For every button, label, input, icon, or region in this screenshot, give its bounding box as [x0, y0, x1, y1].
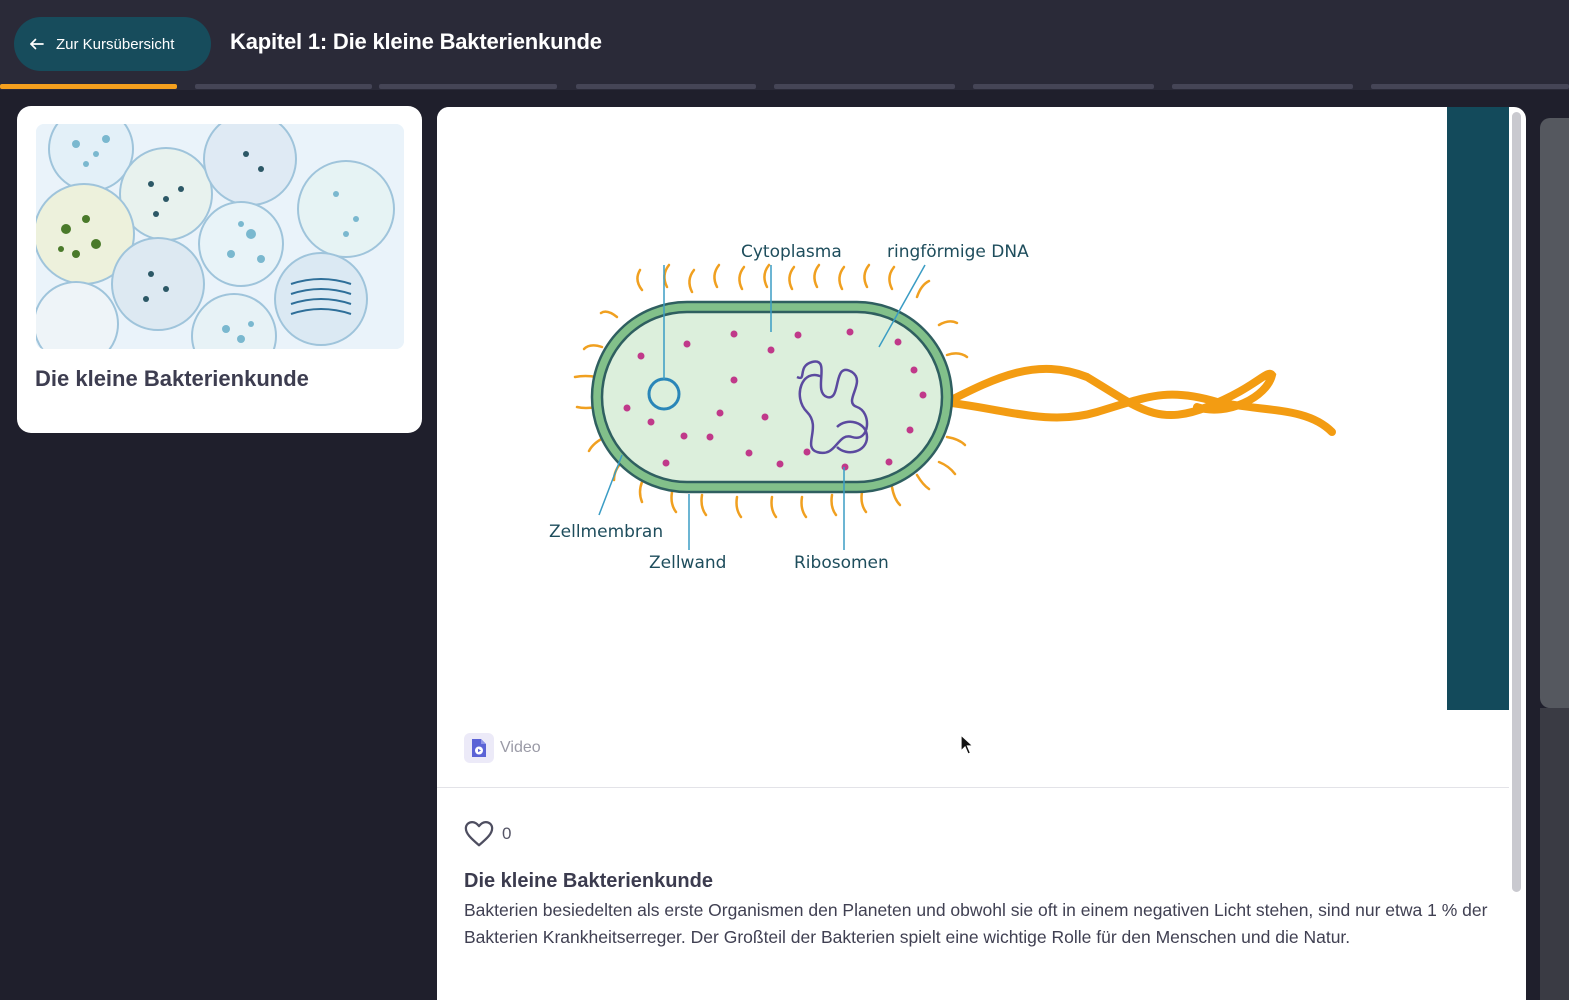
chapter-progress: [0, 84, 1569, 89]
progress-segment[interactable]: [576, 84, 756, 89]
top-bar: Zur Kursübersicht Kapitel 1: Die kleine …: [0, 0, 1569, 90]
label-zellwand: Zellwand: [649, 553, 726, 573]
arrow-left-icon: [30, 38, 44, 50]
back-to-course-button[interactable]: Zur Kursübersicht: [14, 17, 211, 71]
heart-icon: [464, 821, 494, 847]
like-count: 0: [502, 824, 512, 843]
divider: [437, 787, 1509, 788]
label-ribosomen: Ribosomen: [794, 553, 889, 573]
petri-dish-thumbnail: [36, 124, 404, 349]
video-file-icon: [464, 733, 494, 763]
next-card-preview-lower: [1540, 708, 1569, 1000]
bacterium-diagram: Cytoplasma ringförmige DNA Zellmembran Z…: [549, 242, 1336, 573]
post-title: Die kleine Bakterienkunde: [464, 870, 713, 892]
mouse-cursor-icon: [960, 734, 975, 755]
like-button[interactable]: 0: [464, 820, 511, 848]
progress-segment[interactable]: [973, 84, 1154, 89]
next-card-preview[interactable]: [1540, 118, 1569, 708]
label-zellmembran: Zellmembran: [549, 522, 663, 542]
video-player[interactable]: Cytoplasma ringförmige DNA Zellmembran Z…: [437, 107, 1447, 710]
media-type-tag: Video: [464, 733, 541, 763]
media-side-bar: [1447, 107, 1509, 710]
progress-segment[interactable]: [1371, 84, 1569, 89]
chapter-title: Kapitel 1: Die kleine Bakterienkunde: [230, 29, 602, 54]
scrollbar[interactable]: [1512, 112, 1521, 892]
back-button-label: Zur Kursübersicht: [56, 35, 175, 53]
progress-segment[interactable]: [0, 84, 177, 89]
progress-segment[interactable]: [774, 84, 955, 89]
progress-segment[interactable]: [195, 84, 372, 89]
post-description: Bakterien besiedelten als erste Organism…: [464, 900, 1488, 947]
lesson-card-title: Die kleine Bakterienkunde: [35, 366, 309, 391]
progress-segment[interactable]: [379, 84, 557, 89]
label-dna: ringförmige DNA: [887, 242, 1029, 262]
content-panel: Cytoplasma ringförmige DNA Zellmembran Z…: [437, 107, 1526, 1000]
media-type-label: Video: [500, 739, 541, 756]
lesson-card[interactable]: Die kleine Bakterienkunde: [17, 106, 422, 433]
label-cytoplasma: Cytoplasma: [741, 242, 842, 262]
progress-segment[interactable]: [1172, 84, 1353, 89]
